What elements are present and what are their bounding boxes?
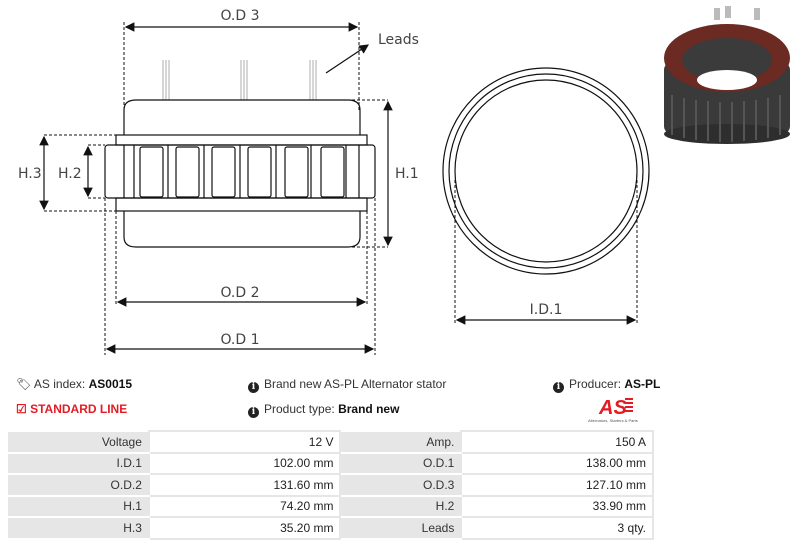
top-view: [442, 67, 650, 325]
description: i Brand new AS-PL Alternator stator: [248, 377, 446, 393]
h2-label: H.2: [58, 166, 82, 182]
od3-label: O.D 3: [220, 8, 259, 24]
h3-label: H.3: [18, 166, 42, 182]
info-icon: i: [248, 382, 259, 393]
producer: i Producer: AS-PL: [553, 377, 660, 393]
svg-text:Alternators, Starters & Parts: Alternators, Starters & Parts: [588, 418, 638, 423]
od2-label: O.D 2: [220, 285, 259, 301]
spec-label: H.3: [8, 516, 150, 540]
spec-label: O.D.1: [339, 451, 463, 475]
as-pl-logo: AS Alternators, Starters & Parts: [588, 397, 638, 423]
leads-label: Leads: [378, 32, 419, 48]
od1-label: O.D 1: [220, 332, 259, 348]
spec-value: 35.20 mm: [147, 516, 342, 540]
spec-value: 138.00 mm: [460, 451, 654, 475]
spec-value: 74.20 mm: [147, 494, 342, 518]
spec-label: H.2: [339, 494, 463, 518]
as-index: 🏷︎ AS index: AS0015: [16, 377, 132, 391]
id1-label: I.D.1: [530, 302, 563, 318]
spec-value: 102.00 mm: [147, 451, 342, 475]
h1-label: H.1: [395, 166, 419, 182]
svg-text:AS: AS: [598, 397, 627, 419]
spec-value: 33.90 mm: [460, 494, 654, 518]
spec-value: 12 V: [147, 430, 342, 454]
spec-value: 131.60 mm: [147, 473, 342, 497]
producer-label: Producer:: [569, 377, 622, 391]
spec-label: I.D.1: [8, 451, 150, 475]
standard-line-badge: ☑ STANDARD LINE: [16, 402, 127, 416]
side-view: [39, 22, 393, 355]
info-icon: i: [553, 382, 564, 393]
spec-value: 127.10 mm: [460, 473, 654, 497]
spec-label: O.D.3: [339, 473, 463, 497]
standard-line-label: STANDARD LINE: [30, 402, 128, 416]
product-type-label: Product type:: [264, 402, 335, 416]
product-photo: [664, 6, 790, 144]
checkbox-icon: ☑: [16, 402, 27, 416]
product-type-value: Brand new: [338, 402, 400, 416]
product-type: i Product type: Brand new: [248, 402, 399, 418]
description-text: Brand new AS-PL Alternator stator: [264, 377, 447, 391]
spec-label: Voltage: [8, 430, 150, 454]
tag-icon: 🏷︎: [16, 377, 32, 391]
as-index-label: AS index:: [33, 377, 86, 391]
producer-value: AS-PL: [624, 377, 661, 391]
stator-dimension-diagram: O.D 3 Leads H.1 H.3 H.2 O.D 2 O.D 1 I.D.…: [18, 6, 790, 355]
spec-label: Amp.: [339, 430, 463, 454]
spec-value: 3 qty.: [460, 516, 654, 540]
spec-value: 150 A: [460, 430, 654, 454]
spec-label: O.D.2: [8, 473, 150, 497]
info-icon: i: [248, 407, 259, 418]
as-index-value: AS0015: [88, 377, 132, 391]
spec-label: H.1: [8, 494, 150, 518]
spec-label: Leads: [339, 516, 463, 540]
